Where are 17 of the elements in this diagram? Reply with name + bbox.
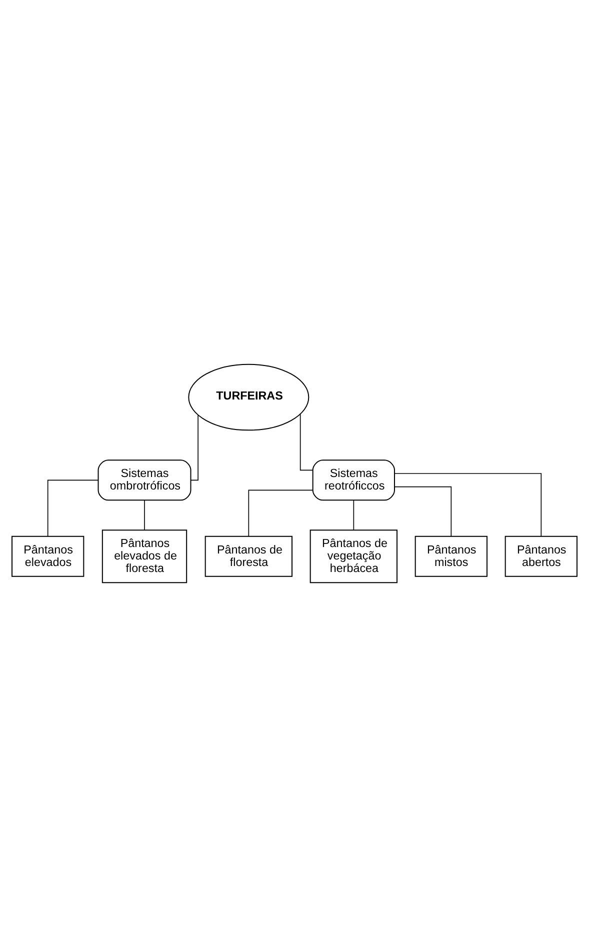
connector: [144, 499, 145, 530]
connector: [300, 413, 314, 470]
connector: [394, 472, 542, 536]
node-box: Pântanos de vegetação herbácea: [310, 529, 398, 583]
node-box: Sistemas ombrotróficos: [98, 459, 192, 500]
connector: [394, 486, 452, 536]
connector: [47, 479, 99, 536]
node-box: Pântanos elevados de floresta: [102, 529, 188, 583]
connector: [353, 499, 354, 530]
connector: [190, 414, 198, 480]
node-box: Pântanos mistos: [414, 535, 488, 576]
node-box: Pântanos de floresta: [204, 535, 292, 576]
connector: [248, 489, 314, 536]
node-box: Pântanos abertos: [504, 535, 578, 576]
node-ellipse: TURFEIRAS: [188, 363, 310, 430]
node-box: Pântanos elevados: [12, 535, 84, 576]
node-box: Sistemas reotróficcos: [312, 459, 395, 500]
